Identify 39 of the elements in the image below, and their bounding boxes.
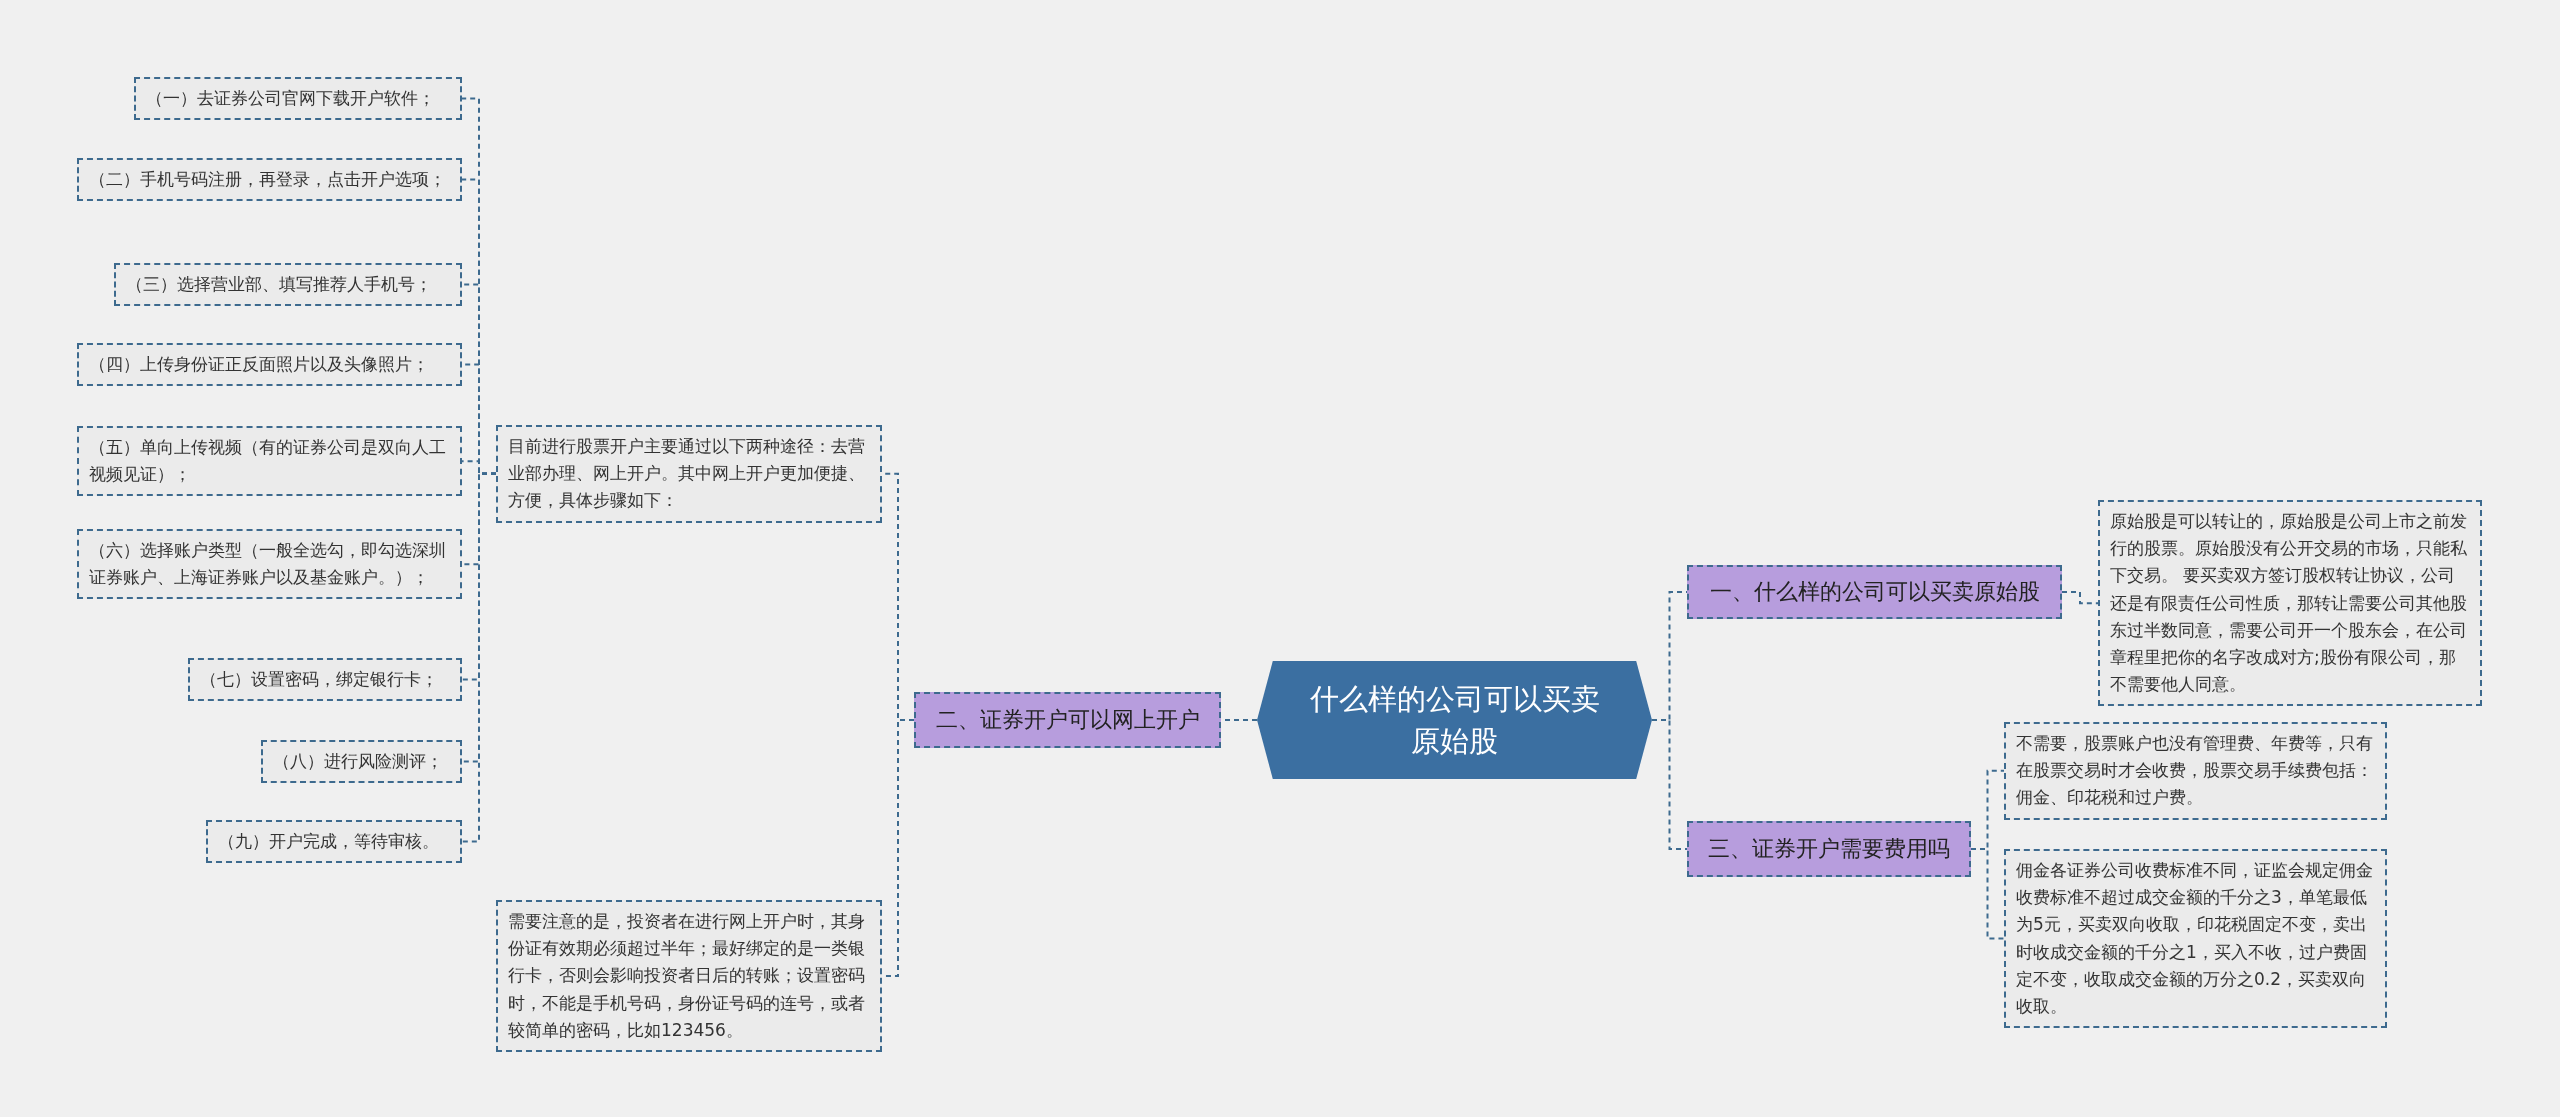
topic-text: 原始股是可以转让的，原始股是公司上市之前发行的股票。原始股没有公开交易的市场，只能私下交易。 要买卖双方签订股权转让协议，公司还是有限责任公司性质，那转让需要公司其他股东过半数同意，需要公司开一个股东会，在公司章程里把你的名字改成对方;股份有限公司，那不需要他人同意。 xyxy=(2110,510,2468,697)
branch-topic-box xyxy=(914,692,1221,748)
branch-topic-box xyxy=(1687,821,1971,877)
branch-topic-box xyxy=(1687,565,2062,619)
topic-text: （三）选择营业部、填写推荐人手机号； xyxy=(126,273,432,296)
connector-line xyxy=(2061,591,2099,605)
topic-text: （五）单向上传视频（有的证券公司是双向人工视频见证）； xyxy=(89,436,447,487)
note-box xyxy=(2004,849,2387,1029)
topic-text: 二、证券开户可以网上开户 xyxy=(935,706,1200,734)
topic-text: （一）去证券公司官网下载开户软件； xyxy=(146,87,435,110)
central-topic-hexagon xyxy=(1257,661,1652,779)
topic-text: （九）开户完成，等待审核。 xyxy=(218,830,439,853)
topic-text: （七）设置密码，绑定银行卡； xyxy=(200,668,438,691)
topic-text: 一、什么样的公司可以买卖原始股 xyxy=(1709,578,2040,606)
note-box xyxy=(2098,500,2482,707)
topic-text: （六）选择账户类型（一般全选勾，即勾选深圳证券账户、上海证券账户以及基金账户。）； xyxy=(89,539,447,590)
note-box xyxy=(261,740,462,784)
connector-line xyxy=(1651,719,1688,850)
topic-text: （八）进行风险测评； xyxy=(273,750,443,773)
connector-line xyxy=(1970,848,2005,940)
topic-text: 需要注意的是，投资者在进行网上开户时，其身份证有效期必须超过半年；最好绑定的是一类银行卡，否则会影响投资者日后的转账；设置密码时，不能是手机号码，身份证号码的连号，或者较简单的密码，比如123456。 xyxy=(508,910,866,1042)
note-box xyxy=(2004,722,2387,820)
note-box xyxy=(77,426,462,497)
topic-text: 目前进行股票开户主要通过以下两种途径：去营业部办理、网上开户。其中网上开户更加便捷、方便，具体步骤如下： xyxy=(508,435,866,513)
topic-text: 什么样的公司可以买卖原始股 xyxy=(1308,680,1601,760)
note-box xyxy=(114,263,462,307)
topic-text: 不需要，股票账户也没有管理费、年费等，只有在股票交易时才会收费，股票交易手续费包括：佣金、印花税和过户费。 xyxy=(2016,732,2374,810)
note-box xyxy=(188,658,462,702)
note-box xyxy=(496,900,882,1052)
note-box xyxy=(134,77,462,121)
topic-text: （二）手机号码注册，再登录，点击开户选项； xyxy=(89,168,446,191)
note-box xyxy=(77,343,462,387)
note-box xyxy=(77,158,462,202)
note-box xyxy=(77,529,462,600)
note-box xyxy=(206,820,462,864)
topic-text: 佣金各证券公司收费标准不同，证监会规定佣金收费标准不超过成交金额的千分之3，单笔最低为5元，买卖双向收取，印花税固定不变，卖出时收成交金额的千分之1，买入不收，过户费固定不变，收取成交金额的万分之0.2，买卖双向收取。 xyxy=(2016,859,2374,1018)
topic-text: 三、证券开户需要费用吗 xyxy=(1708,835,1950,863)
note-box xyxy=(496,425,882,523)
topic-text: （四）上传身份证正反面照片以及头像照片； xyxy=(89,353,429,376)
